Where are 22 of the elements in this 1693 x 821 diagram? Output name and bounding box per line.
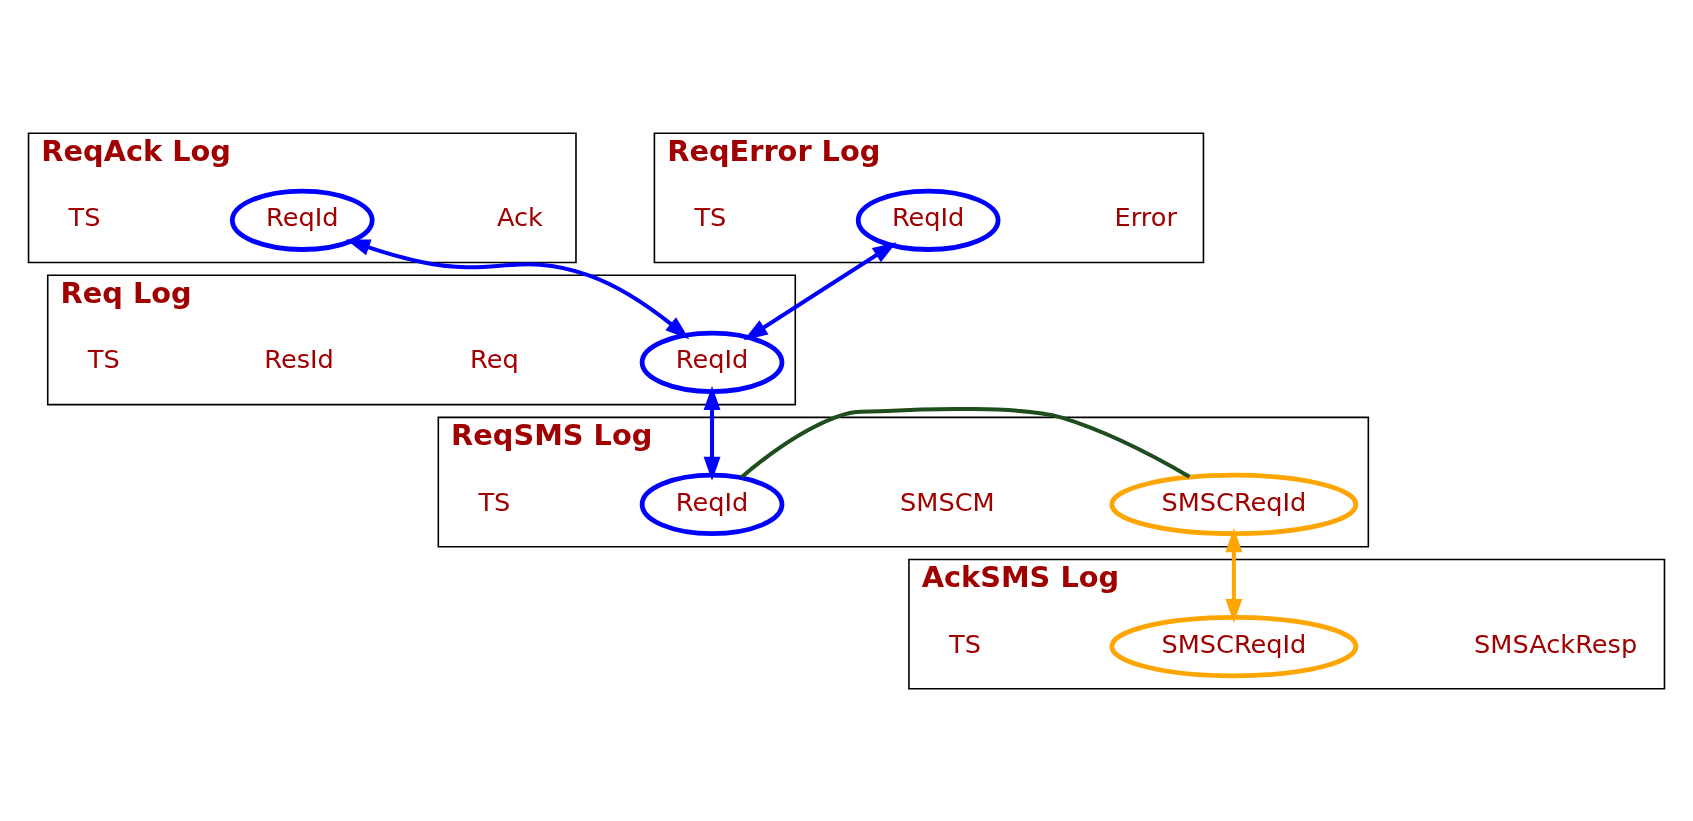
node-text: TS (949, 628, 981, 659)
node-text: TS (478, 486, 511, 517)
arrow (346, 238, 690, 339)
arrow (1225, 527, 1243, 623)
node-ellipse: SMSCReqId (1109, 614, 1359, 678)
node-text: TS (68, 201, 101, 232)
node-text: SMSAckResp (1474, 628, 1638, 659)
node-ellipse: SMSCReqId (1109, 472, 1359, 536)
node-ellipse: ReqId (855, 188, 1001, 252)
node-text: TS (87, 343, 120, 374)
node-ellipse: ReqId (639, 330, 785, 394)
connector (740, 406, 1191, 479)
node-text: Ack (496, 201, 543, 232)
arrow (703, 385, 721, 481)
node-ellipse: ReqId (229, 188, 375, 252)
arrow (743, 241, 897, 340)
node-text: ResId (264, 343, 334, 374)
node-text: SMSCM (900, 486, 995, 517)
node-ellipse: ReqId (639, 472, 785, 536)
node-text: TS (694, 201, 727, 232)
node-text: Error (1114, 201, 1178, 232)
node-text: Req (470, 343, 519, 374)
